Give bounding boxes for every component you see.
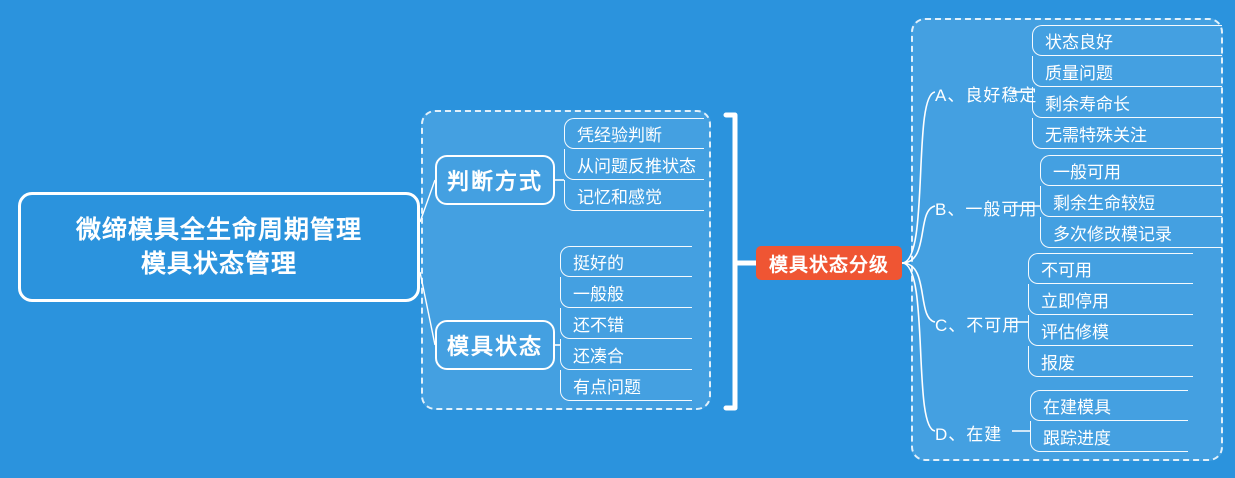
root-title-line1: 微缔模具全生命周期管理 (75, 216, 362, 244)
leaf-status-4[interactable]: 有点问题 (560, 370, 692, 401)
leaf-c-1[interactable]: 立即停用 (1028, 284, 1193, 315)
leaf-a-3[interactable]: 无需特殊关注 (1032, 118, 1222, 149)
leaf-judgment-0[interactable]: 凭经验判断 (564, 118, 704, 149)
leaf-b-0[interactable]: 一般可用 (1040, 155, 1222, 186)
root-node[interactable]: 微缔模具全生命周期管理 模具状态管理 (18, 192, 420, 302)
leaf-status-3[interactable]: 还凑合 (560, 339, 692, 370)
leaf-c-0[interactable]: 不可用 (1028, 253, 1193, 284)
root-title-line2: 模具状态管理 (140, 250, 297, 278)
leaf-d-1[interactable]: 跟踪进度 (1030, 421, 1188, 452)
leaf-a-0[interactable]: 状态良好 (1032, 25, 1222, 56)
leaf-b-2[interactable]: 多次修改模记录 (1040, 217, 1222, 248)
center-node-status-grading[interactable]: 模具状态分级 (756, 246, 902, 280)
branch-node-mold-status[interactable]: 模具状态 (435, 320, 555, 370)
group-label-d[interactable]: D、在建 (935, 425, 1003, 444)
leaf-status-2[interactable]: 还不错 (560, 308, 692, 339)
group-label-c[interactable]: C、不可用 (935, 316, 1021, 335)
group-label-a[interactable]: A、良好稳定 (935, 86, 1038, 105)
leaf-d-0[interactable]: 在建模具 (1030, 390, 1188, 421)
branch-node-judgment-method[interactable]: 判断方式 (435, 155, 555, 205)
leaf-status-0[interactable]: 挺好的 (560, 246, 692, 277)
right-group-panel (911, 18, 1223, 461)
leaf-judgment-1[interactable]: 从问题反推状态 (564, 149, 704, 180)
leaf-a-2[interactable]: 剩余寿命长 (1032, 87, 1222, 118)
leaf-status-1[interactable]: 一般般 (560, 277, 692, 308)
leaf-c-2[interactable]: 评估修模 (1028, 315, 1193, 346)
leaf-a-1[interactable]: 质量问题 (1032, 56, 1222, 87)
group-label-b[interactable]: B、一般可用 (935, 200, 1038, 219)
leaf-judgment-2[interactable]: 记忆和感觉 (564, 180, 704, 211)
leaf-b-1[interactable]: 剩余生命较短 (1040, 186, 1222, 217)
leaf-c-3[interactable]: 报废 (1028, 346, 1193, 377)
